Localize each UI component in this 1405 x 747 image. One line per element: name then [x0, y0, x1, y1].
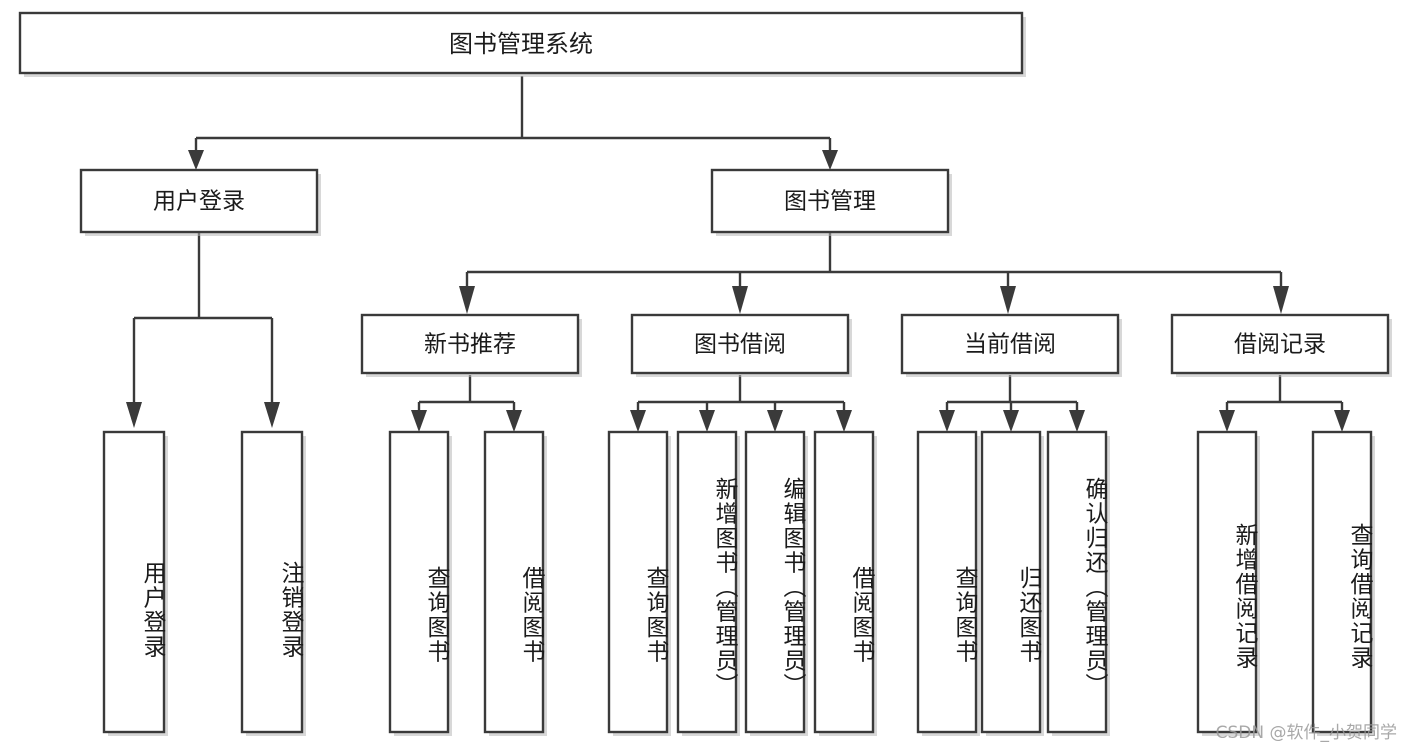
arrow-head-userlogin [188, 150, 204, 170]
arrow-head-bookborrow-leaf2 [699, 410, 715, 432]
arrow-head-bookborrow-leaf4 [836, 410, 852, 432]
arrow-head-borrowrecord-leaf2 [1334, 410, 1350, 432]
node-current-borrow-label: 当前借阅 [964, 332, 1056, 358]
leaf-newbook-borrow-book[interactable] [483, 430, 545, 734]
leaf-newbook-query-book[interactable] [388, 430, 450, 734]
node-current-borrow[interactable] [900, 313, 1120, 375]
leaf-bb-query-book[interactable] [607, 430, 669, 734]
node-new-book-recommend-label: 新书推荐 [424, 332, 516, 358]
leaf-br-add-record[interactable] [1196, 430, 1258, 734]
node-book-borrow-label: 图书借阅 [694, 332, 786, 358]
node-new-book-recommend[interactable] [360, 313, 580, 375]
arrow-head-currentborrow-leaf3 [1069, 410, 1085, 432]
leaf-cb-query-book[interactable] [916, 430, 978, 734]
arrow-head-borrowrecord [1273, 286, 1289, 314]
arrow-head-bookborrow-leaf1 [630, 410, 646, 432]
node-book-borrow[interactable] [630, 313, 850, 375]
arrow-head-currentborrow-leaf2 [1003, 410, 1019, 432]
leaf-cb-return-book[interactable] [980, 430, 1042, 734]
arrow-head-bookborrow [732, 286, 748, 314]
arrow-head-bookborrow-leaf3 [767, 410, 783, 432]
leaf-bb-borrow-book[interactable] [813, 430, 875, 734]
arrow-head-borrowrecord-leaf1 [1219, 410, 1235, 432]
arrow-head-currentborrow-leaf1 [939, 410, 955, 432]
node-user-login[interactable] [79, 168, 319, 234]
arrow-head-bookmgmt [822, 150, 838, 170]
node-root[interactable] [18, 11, 1024, 75]
node-layer: 图书管理系统 用户登录 图书管理 新书推荐 图书借阅 当前借阅 借阅记录 [18, 11, 1392, 736]
arrow-head-newbook-leaf1 [411, 410, 427, 432]
node-user-login-label: 用户登录 [153, 189, 245, 215]
arrow-head-newbook-leaf2 [506, 410, 522, 432]
watermark-text: CSDN @软件_小贺同学 [1215, 723, 1397, 743]
arrow-head-leaf-logout [264, 402, 280, 428]
leaf-user-login[interactable] [102, 430, 166, 734]
node-borrow-record[interactable] [1170, 313, 1390, 375]
node-borrow-record-label: 借阅记录 [1234, 332, 1326, 358]
arrow-head-leaf-user-login [126, 402, 142, 428]
leaf-logout[interactable] [240, 430, 304, 734]
arrow-head-currentborrow [1000, 286, 1016, 314]
arrow-head-newbook [459, 286, 475, 314]
node-book-management[interactable] [710, 168, 950, 234]
leaf-br-query-record[interactable] [1311, 430, 1373, 734]
leaf-bb-add-book-admin[interactable] [676, 430, 738, 734]
node-book-management-label: 图书管理 [784, 189, 876, 215]
leaf-cb-confirm-return-admin[interactable] [1046, 430, 1108, 734]
leaf-bb-edit-book-admin[interactable] [744, 430, 806, 734]
node-root-label: 图书管理系统 [449, 30, 593, 58]
connector-layer [126, 76, 1350, 432]
